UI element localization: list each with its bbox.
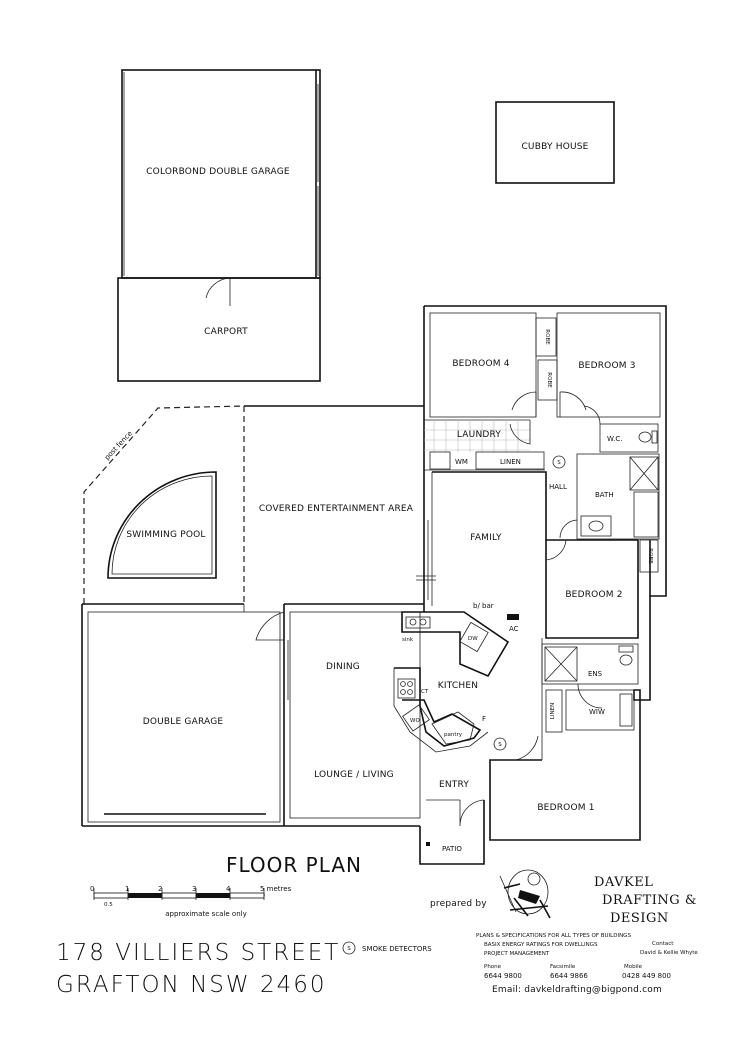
smoke-detector-legend: S SMOKE DETECTORS — [342, 941, 432, 955]
wm-label: WM — [455, 458, 468, 466]
room-label-bedroom2: BEDROOM 2 — [565, 590, 622, 600]
drafter-logo-illustration — [499, 869, 551, 919]
cubby-house: CUBBY HOUSE — [495, 101, 615, 184]
room-label-garage-top: COLORBOND DOUBLE GARAGE — [146, 167, 290, 177]
linen-label-2: LINEN — [550, 703, 556, 719]
pool-area: SWIMMING POOL post fence — [83, 405, 245, 604]
phone-number: 6644 9800 — [484, 972, 522, 980]
scale-tick-2: 2 — [158, 885, 162, 893]
company-name-1: DAVKEL — [594, 875, 653, 890]
carport: CARPORT — [117, 277, 321, 382]
fax-label: Facsimile — [550, 964, 576, 970]
ac-label: AC — [509, 625, 519, 633]
fridge-label: F — [482, 715, 486, 723]
room-label-bedroom1: BEDROOM 1 — [537, 803, 594, 813]
scale-tick-0: 0 — [90, 885, 94, 893]
room-label-bedroom4: BEDROOM 4 — [452, 359, 509, 369]
robe-label-3: ROBE — [647, 548, 653, 564]
room-label-kitchen: KITCHEN — [438, 681, 478, 691]
laundry-tiles — [424, 420, 530, 452]
pantry-label: pantry — [444, 732, 463, 738]
ac-unit — [507, 614, 519, 620]
service-3: PROJECT MANAGEMENT — [484, 951, 550, 957]
company-name-2: DRAFTING & — [602, 893, 697, 908]
wiw-label: WIW — [589, 708, 605, 716]
colorbond-garage: COLORBOND DOUBLE GARAGE — [121, 69, 321, 306]
linen-label: LINEN — [500, 458, 521, 466]
service-1: PLANS & SPECIFICATIONS FOR ALL TYPES OF … — [476, 933, 631, 939]
room-label-dining: DINING — [326, 662, 360, 672]
robe-label-2: ROBE — [546, 372, 552, 388]
room-label-cubby: CUBBY HOUSE — [521, 142, 588, 152]
room-label-family: FAMILY — [470, 533, 502, 543]
scale-tick-05: 0.5 — [104, 902, 113, 908]
living-zone: DINING LOUNGE / LIVING FAMILY b/ bar AC … — [284, 471, 547, 865]
bedroom-2: ROBE BEDROOM 2 — [545, 539, 659, 639]
wo-label: WO — [410, 718, 420, 724]
contact-names: David & Kellie Whyte — [640, 950, 698, 956]
scale-tick-4: 4 — [226, 885, 231, 893]
dw-label: DW — [468, 636, 478, 642]
room-label-entry: ENTRY — [439, 780, 469, 790]
legend-label: SMOKE DETECTORS — [362, 945, 432, 953]
post-fence-label: post fence — [103, 429, 134, 461]
room-label-double-garage: DOUBLE GARAGE — [143, 717, 224, 727]
ens-label: ENS — [588, 670, 603, 678]
scale-tick-1: 1 — [125, 885, 129, 893]
scale-bar: 0 0.5 1 2 3 4 5 metres approximate scale… — [90, 885, 292, 918]
covered-entertainment-area: COVERED ENTERTAINMENT AREA — [243, 405, 436, 604]
master-suite: ENS LINEN WIW BEDROOM 1 — [489, 596, 651, 841]
service-2: BASIX ENERGY RATINGS FOR DWELLINGS — [484, 942, 598, 948]
address-line1: 178 VILLIERS STREET — [56, 940, 340, 966]
room-label-lounge: LOUNGE / LIVING — [314, 770, 394, 780]
wc-label: W.C. — [607, 435, 622, 443]
email: Email: davkeldrafting@bigpond.com — [492, 985, 662, 995]
scale-caption: approximate scale only — [165, 910, 247, 918]
smoke-detector-2: S — [498, 742, 502, 748]
smoke-detector-1: S — [557, 460, 561, 466]
patio-label: PATIO — [442, 845, 462, 853]
room-label-covered: COVERED ENTERTAINMENT AREA — [259, 504, 414, 514]
company-block: prepared by DAVKEL DRAFTING & DESIGN PLA… — [430, 869, 698, 995]
hall-label: HALL — [549, 483, 567, 491]
prepared-by: prepared by — [430, 899, 487, 909]
room-label-carport: CARPORT — [204, 327, 248, 337]
bedroom-wing: ROBE ROBE BEDROOM 4 BEDROOM 3 LAUNDRY WM… — [423, 305, 667, 597]
scale-tick-3: 3 — [192, 885, 196, 893]
bbar-label: b/ bar — [473, 602, 494, 610]
mobile-number: 0428 449 800 — [622, 972, 671, 980]
scale-tick-5: 5 metres — [260, 885, 292, 893]
address-line2: GRAFTON NSW 2460 — [56, 972, 327, 998]
robe-label-1: ROBE — [544, 329, 550, 345]
phone-label: Phone — [484, 964, 502, 970]
plan-title: FLOOR PLAN — [226, 853, 362, 877]
mobile-label: Mobile — [624, 964, 643, 970]
legend-symbol: S — [347, 946, 351, 952]
bath-label: BATH — [595, 491, 614, 499]
double-garage: DOUBLE GARAGE — [81, 603, 424, 827]
ct-label: CT — [421, 689, 429, 695]
room-label-bedroom3: BEDROOM 3 — [578, 361, 635, 371]
sink-label: sink — [402, 637, 414, 643]
room-label-pool: SWIMMING POOL — [126, 530, 205, 540]
contact-label: Contact — [652, 941, 674, 947]
room-label-laundry: LAUNDRY — [457, 430, 502, 440]
company-name-3: DESIGN — [610, 911, 669, 926]
fax-number: 6644 9866 — [550, 972, 588, 980]
